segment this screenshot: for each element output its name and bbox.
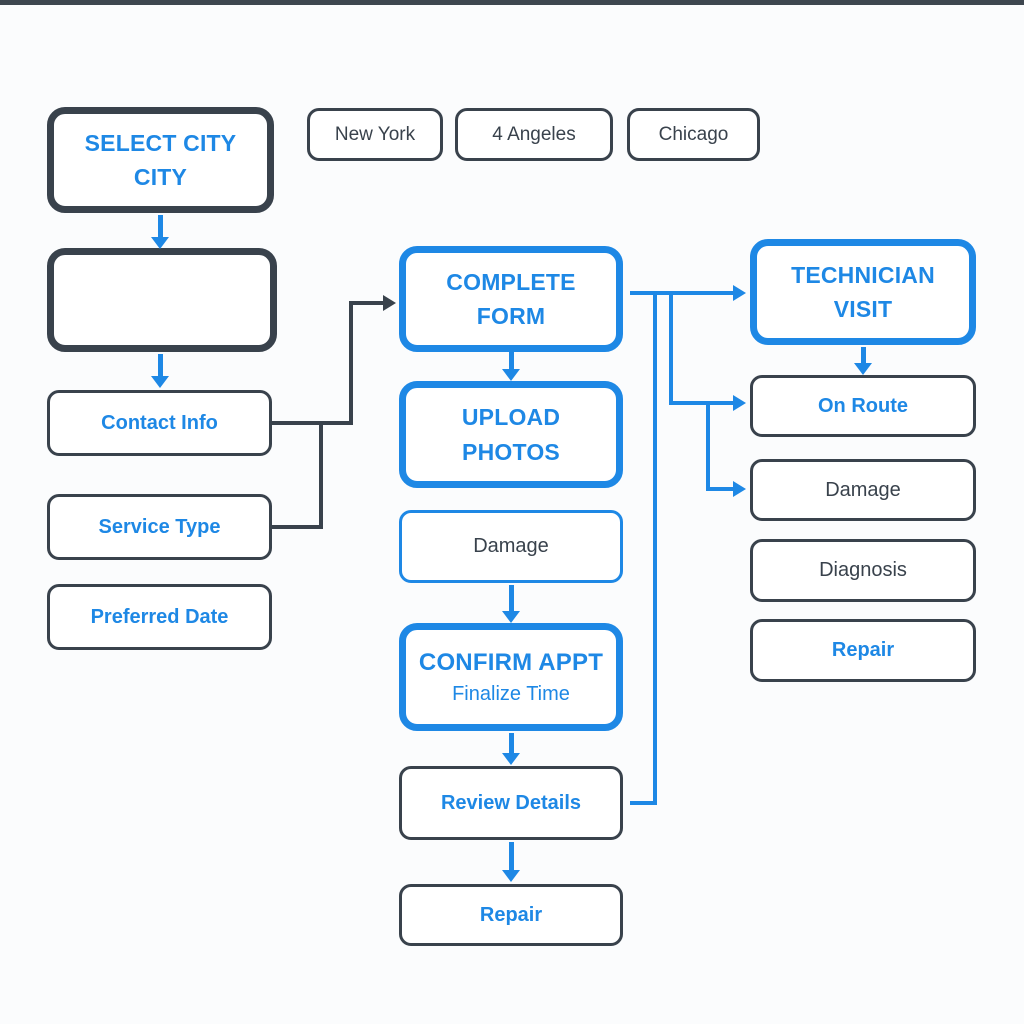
arrow-down-icon — [151, 354, 169, 388]
connector-dark-line — [349, 301, 383, 305]
arrow-down-icon — [502, 842, 520, 882]
node-select-city-label: SELECT CITY CITY — [84, 129, 237, 191]
node-city-chicago: Chicago — [627, 108, 760, 161]
node-upload-photos: UPLOAD PHOTOS — [399, 381, 623, 488]
node-empty-step — [47, 248, 277, 352]
connector-blue-line — [706, 487, 733, 491]
arrow-right-icon — [383, 295, 396, 311]
node-diagnosis: Diagnosis — [750, 539, 976, 602]
node-on-route-label: On Route — [818, 394, 908, 417]
connector-blue-line — [630, 801, 657, 805]
node-preferred-date-label: Preferred Date — [90, 605, 229, 628]
arrow-right-icon — [733, 285, 746, 301]
node-preferred-date: Preferred Date — [47, 584, 272, 650]
connector-blue-line — [706, 401, 710, 491]
node-city-chicago-label: Chicago — [658, 123, 729, 145]
node-review-details: Review Details — [399, 766, 623, 840]
node-confirm-appt-title: CONFIRM APPT — [418, 648, 604, 676]
node-city-angeles: 4 Angeles — [455, 108, 613, 161]
node-service-type-label: Service Type — [98, 515, 221, 538]
connector-dark-line — [272, 525, 323, 529]
node-complete-form: COMPLETE FORM — [399, 246, 623, 352]
connector-blue-line — [669, 291, 673, 405]
node-repair-mid: Repair — [399, 884, 623, 946]
node-upload-photos-label: UPLOAD PHOTOS — [461, 404, 561, 465]
connector-blue-line — [653, 291, 657, 805]
top-bar — [0, 0, 1024, 5]
node-contact-info-label: Contact Info — [101, 411, 218, 434]
node-service-type: Service Type — [47, 494, 272, 560]
node-damage-mid-label: Damage — [473, 535, 549, 557]
arrow-down-icon — [854, 347, 872, 375]
connector-dark-line — [319, 423, 323, 529]
node-on-route: On Route — [750, 375, 976, 437]
node-repair-mid-label: Repair — [479, 903, 543, 926]
node-diagnosis-label: Diagnosis — [819, 559, 907, 581]
node-city-new-york: New York — [307, 108, 443, 161]
node-city-new-york-label: New York — [334, 123, 416, 145]
connector-dark-line — [272, 421, 353, 425]
node-review-details-label: Review Details — [440, 791, 582, 814]
node-city-angeles-label: 4 Angeles — [492, 123, 576, 145]
node-damage-right: Damage — [750, 459, 976, 521]
arrow-right-icon — [733, 481, 746, 497]
node-select-city: SELECT CITY CITY — [47, 107, 274, 213]
node-contact-info: Contact Info — [47, 390, 272, 456]
node-complete-form-label: COMPLETE FORM — [446, 268, 576, 330]
arrow-down-icon — [502, 352, 520, 381]
node-confirm-appt: CONFIRM APPT Finalize Time — [399, 623, 623, 731]
node-repair-right-label: Repair — [831, 639, 895, 661]
node-damage-right-label: Damage — [825, 478, 901, 501]
node-technician-visit: TECHNICIAN VISIT — [750, 239, 976, 345]
arrow-down-icon — [151, 215, 169, 249]
arrow-right-icon — [733, 395, 746, 411]
node-confirm-appt-subtitle: Finalize Time — [452, 682, 570, 705]
arrow-down-icon — [502, 585, 520, 623]
connector-dark-line — [349, 301, 353, 425]
node-repair-right: Repair — [750, 619, 976, 682]
node-damage-mid: Damage — [399, 510, 623, 583]
arrow-down-icon — [502, 733, 520, 765]
node-technician-visit-label: TECHNICIAN VISIT — [791, 261, 935, 323]
connector-blue-line — [630, 291, 733, 295]
connector-blue-line — [669, 401, 733, 405]
